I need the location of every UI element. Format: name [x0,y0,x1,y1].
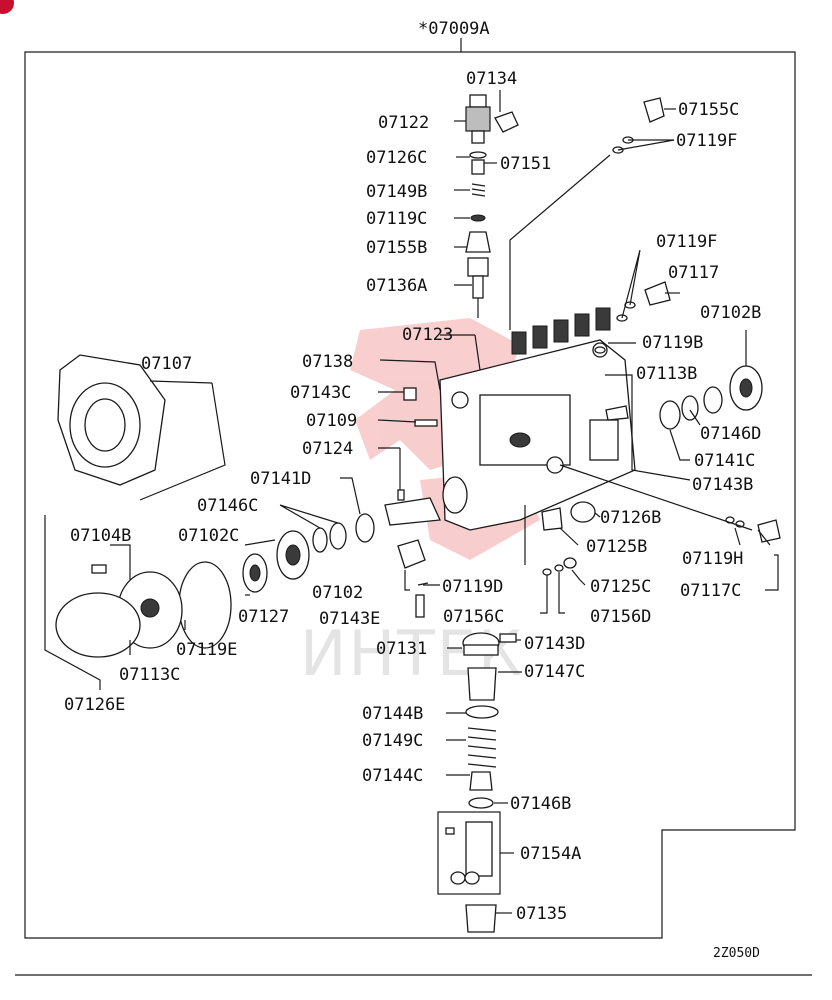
camshaft-end [384,476,468,526]
part-label: 07117 [668,263,719,283]
part-label: 07151 [500,154,551,174]
leader-lines [44,90,779,914]
part-label: 07146B [510,794,571,814]
part-label: 07109 [306,411,357,431]
governor-housing [57,354,166,486]
part-label: 07143E [319,609,380,629]
part-label: 07102C [178,526,239,546]
part-labels: 07134 07122 07126C 07151 07149B 07119C 0… [64,69,761,924]
part-label: 07119H [682,549,743,569]
top-injector-stack [465,94,519,318]
part-label: 07104B [70,526,131,546]
part-label: 07119F [676,131,737,151]
part-label: 07117C [680,581,741,601]
part-label: 07138 [302,352,353,372]
part-label: 07143C [290,383,351,403]
part-label: 07155C [678,100,739,120]
part-label: 07141D [250,469,311,489]
left-small-parts [397,387,438,618]
part-label: 07125B [586,537,647,557]
part-label: 07147C [524,662,585,682]
part-label: 07113B [636,364,697,384]
part-label: 07136A [366,276,427,296]
part-label: 07124 [302,439,353,459]
assembly-boundary [24,51,796,939]
seals-row [242,513,375,593]
part-label: 07141C [694,451,755,471]
front-cover-parts [55,561,232,658]
part-label: 07143D [524,634,585,654]
part-label: 07155B [366,238,427,258]
part-label: 07119C [366,209,427,229]
part-label: 07119E [176,640,237,660]
part-label: 07134 [466,69,517,89]
assembly-number: *07009A [418,19,490,39]
part-label: 07102B [700,303,761,323]
part-label: 07156C [443,607,504,627]
part-label: 07107 [141,354,192,374]
part-label: 07146C [197,496,258,516]
part-label: 07131 [376,639,427,659]
part-label: 07154A [520,844,581,864]
lower-stack [437,632,517,933]
part-label: 07135 [516,904,567,924]
part-label: 07127 [238,607,289,627]
part-label: 07119F [656,232,717,252]
part-label: 07122 [378,113,429,133]
part-label: 07113C [119,665,180,685]
part-label: 07149C [362,731,423,751]
part-label: 07126B [600,508,661,528]
part-label: 07126C [366,148,427,168]
pump-body [439,339,636,531]
part-label: 07156D [590,607,651,627]
part-label: 07119B [642,333,703,353]
delivery-valve-holders [511,307,611,355]
part-label: 07149B [366,182,427,202]
part-label: 07146D [700,424,761,444]
part-label: 07102 [312,583,363,603]
corner-badge [0,0,14,14]
part-label: 07144C [362,766,423,786]
part-label: 07125C [590,577,651,597]
part-label: 07143B [692,475,753,495]
part-label: 07144B [362,704,423,724]
drawing-code: 2Z050D [713,946,760,961]
right-side-parts [541,97,781,576]
part-label: 07123 [402,325,453,345]
part-label: 07119D [442,577,503,597]
part-label: 07126E [64,695,125,715]
